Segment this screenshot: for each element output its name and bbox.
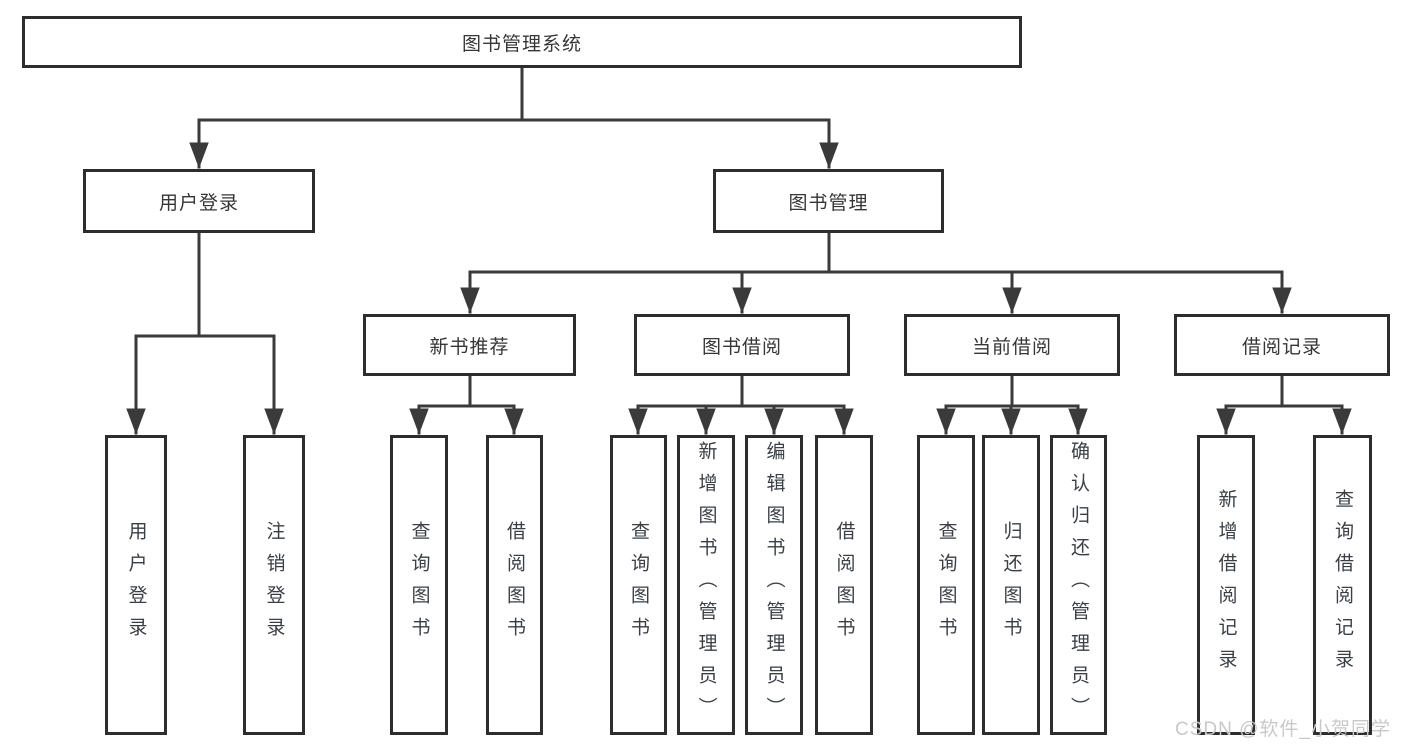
leaf-label: 查询图书 xyxy=(408,521,430,649)
node-library-system: 图书管理系统 xyxy=(22,16,1022,68)
leaf-borrow-books-recommend: 借阅图书 xyxy=(486,435,543,735)
leaf-label: 新增图书（管理员） xyxy=(695,441,717,729)
leaf-query-books-recommend: 查询图书 xyxy=(390,435,448,735)
leaf-label: 归还图书 xyxy=(1000,521,1022,649)
leaf-query-borrow-record: 查询借阅记录 xyxy=(1313,435,1372,735)
leaf-logout: 注销登录 xyxy=(243,435,305,735)
node-book-borrowing: 图书借阅 xyxy=(634,314,850,376)
leaf-query-books-borrowing: 查询图书 xyxy=(610,435,667,735)
leaf-label: 借阅图书 xyxy=(833,521,855,649)
leaf-borrow-books-borrowing: 借阅图书 xyxy=(815,435,873,735)
leaf-return-books: 归还图书 xyxy=(982,435,1040,735)
node-current-borrowing: 当前借阅 xyxy=(904,314,1120,376)
watermark: CSDN @软件_小贺同学 xyxy=(1175,719,1391,740)
leaf-confirm-return-admin: 确认归还（管理员） xyxy=(1050,435,1107,735)
leaf-label: 确认归还（管理员） xyxy=(1068,441,1089,729)
leaf-label: 查询图书 xyxy=(628,521,649,649)
leaf-label: 查询借阅记录 xyxy=(1332,489,1353,681)
leaf-label: 新增借阅记录 xyxy=(1215,489,1237,681)
leaf-edit-books-admin: 编辑图书（管理员） xyxy=(745,435,803,735)
leaf-label: 注销登录 xyxy=(263,521,285,649)
leaf-query-books-current: 查询图书 xyxy=(917,435,975,735)
leaf-add-books-admin: 新增图书（管理员） xyxy=(677,435,735,735)
node-new-book-recommend: 新书推荐 xyxy=(363,314,576,376)
leaf-user-login: 用户登录 xyxy=(105,435,167,735)
leaf-label: 编辑图书（管理员） xyxy=(763,441,785,729)
leaf-label: 查询图书 xyxy=(935,521,957,649)
leaf-label: 借阅图书 xyxy=(504,521,525,649)
node-user-login-branch: 用户登录 xyxy=(83,169,315,233)
leaf-add-borrow-record: 新增借阅记录 xyxy=(1197,435,1255,735)
node-book-management: 图书管理 xyxy=(713,169,944,233)
leaf-label: 用户登录 xyxy=(125,521,147,649)
node-borrowing-records: 借阅记录 xyxy=(1174,314,1390,376)
